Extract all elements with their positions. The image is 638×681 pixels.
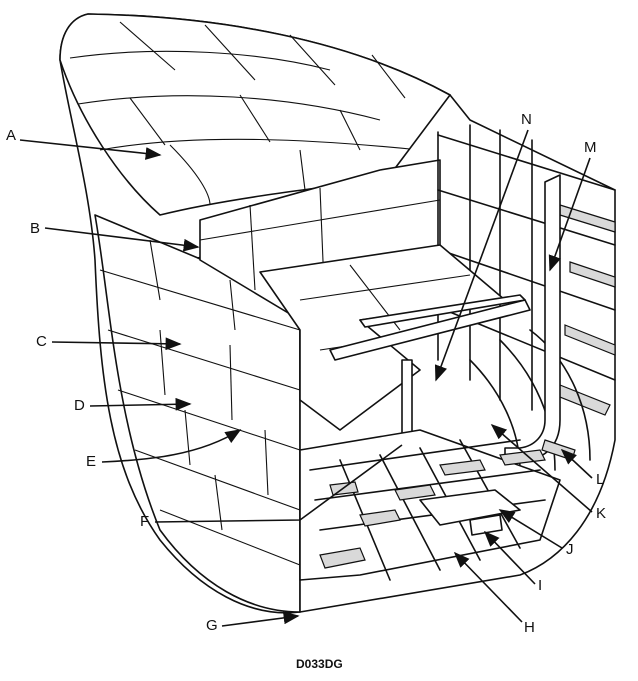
label-n: N: [521, 111, 532, 128]
label-h: H: [524, 619, 535, 636]
label-c: C: [36, 333, 47, 350]
label-m: M: [584, 139, 597, 156]
tween-deck: [259, 244, 531, 449]
label-e: E: [86, 453, 96, 470]
label-l: L: [596, 471, 604, 488]
label-j: J: [566, 541, 574, 558]
label-i: I: [538, 577, 542, 594]
label-d: D: [74, 397, 85, 414]
callout-labels: A B C D E F G H I J K L M N: [6, 111, 606, 636]
label-b: B: [30, 220, 40, 237]
label-f: F: [140, 513, 149, 530]
label-a: A: [6, 127, 16, 144]
label-k: K: [596, 505, 606, 522]
side-shell-plating: [94, 214, 301, 613]
figure-code: D033DG: [296, 657, 343, 671]
label-g: G: [206, 617, 218, 634]
